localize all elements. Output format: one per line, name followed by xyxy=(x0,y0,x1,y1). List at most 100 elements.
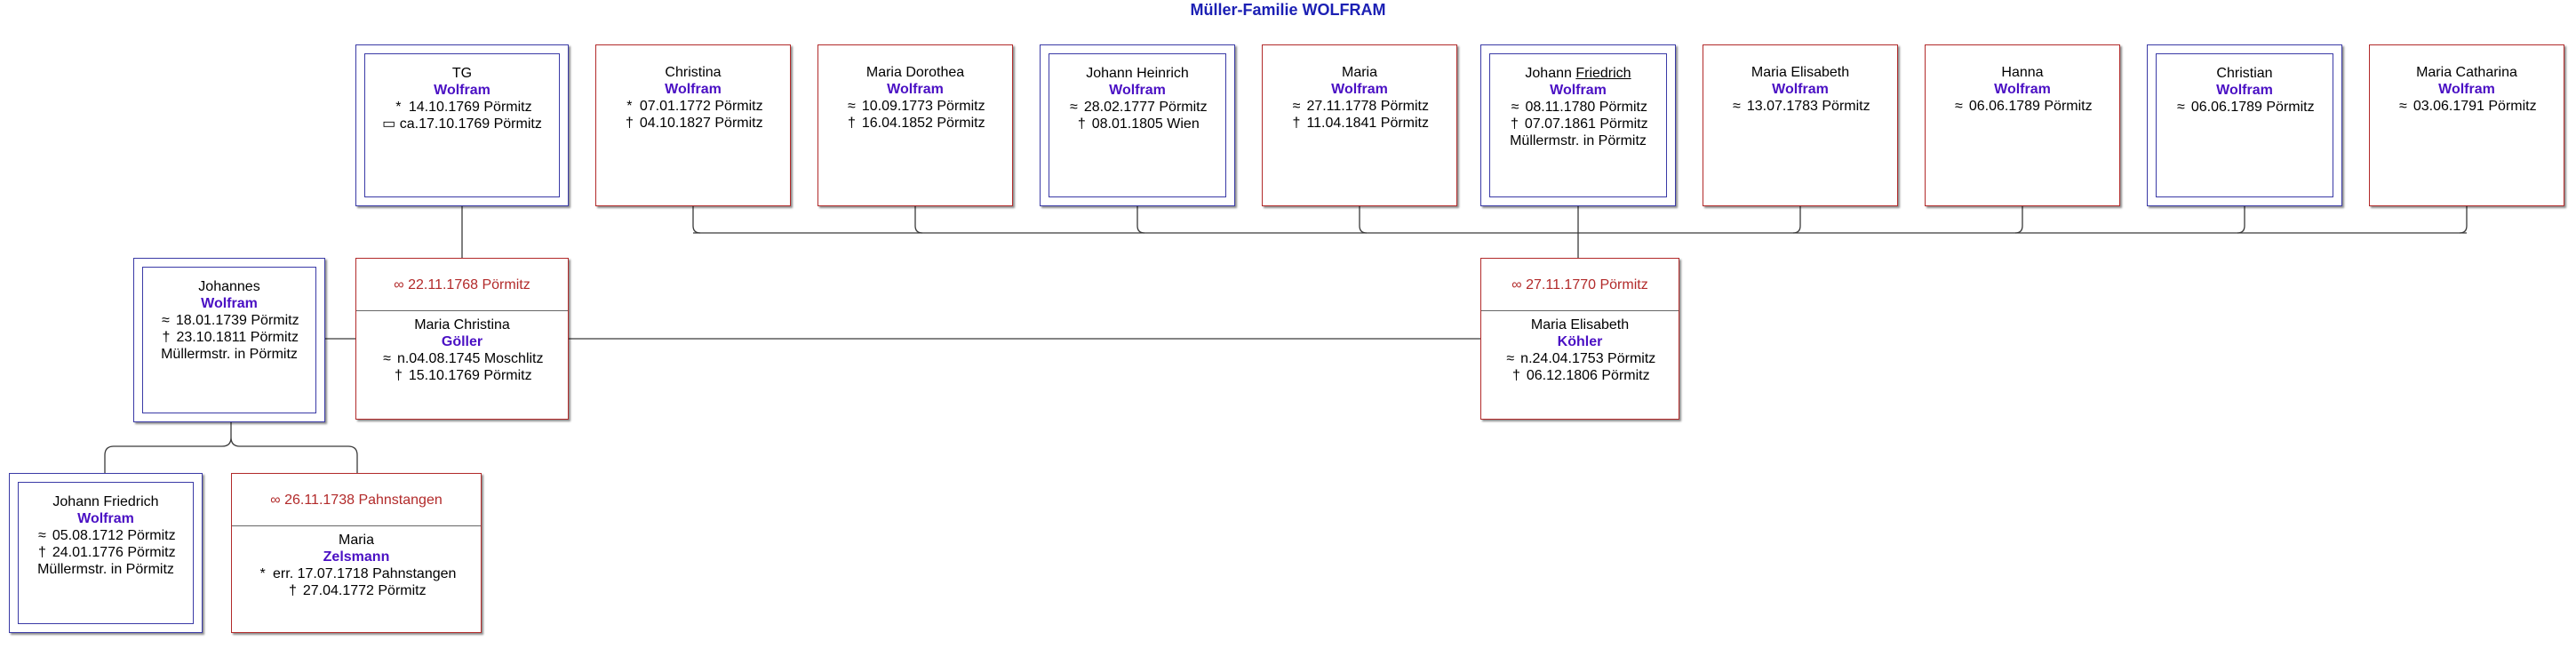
person-event-text: 06.06.1789 Pörmitz xyxy=(2190,100,2315,115)
person-event-text: 07.07.1861 Pörmitz xyxy=(1524,116,1648,132)
spouse-event-glyph-icon: ≈ xyxy=(383,351,391,366)
spouse-event-text: err. 17.07.1718 Pahnstangen xyxy=(273,566,457,581)
spouse-event-text: 06.12.1806 Pörmitz xyxy=(1526,368,1650,383)
person-event-text: 23.10.1811 Pörmitz xyxy=(176,330,299,345)
person-given-name: TG xyxy=(451,66,473,81)
person-line: ≈ 03.06.1791 Pörmitz xyxy=(2370,98,2564,115)
spouse-event-glyph-icon: * xyxy=(259,566,266,581)
person-event-glyph-icon: ≈ xyxy=(162,313,170,328)
person-event-text: 03.06.1791 Pörmitz xyxy=(2413,99,2537,114)
person-event-text: 11.04.1841 Pörmitz xyxy=(1306,116,1429,131)
person-given-name: Johann Friedrich xyxy=(1490,65,1666,82)
person-given-name: Johannes xyxy=(198,279,260,294)
marriage-date: ∞ 22.11.1768 Pörmitz xyxy=(356,259,568,311)
person-event-glyph-icon: ≈ xyxy=(2177,100,2185,115)
person-surname: Wolfram xyxy=(887,82,944,97)
person-line: † 24.01.1776 Pörmitz xyxy=(19,544,193,561)
person-line: ≈ 05.08.1712 Pörmitz xyxy=(19,527,193,544)
person-line: ≈ 10.09.1773 Pörmitz xyxy=(818,98,1012,115)
person-event-glyph-icon: ≈ xyxy=(38,528,46,543)
person-given-name: Maria xyxy=(1341,65,1377,80)
person-given-name: Johann Friedrich xyxy=(52,494,159,509)
person-event-glyph-icon: † xyxy=(162,330,171,345)
person-surname: Wolfram xyxy=(1109,83,1166,98)
person-line: Müllermstr. in Pörmitz xyxy=(19,561,193,578)
person-given-name: Christina xyxy=(665,65,722,80)
person-surname: Wolfram xyxy=(1994,82,2051,97)
person-event-glyph-icon: ≈ xyxy=(1733,99,1741,114)
person-surname: Wolfram xyxy=(1550,83,1607,98)
connector-johannes-parents xyxy=(104,422,358,473)
chart-title: Müller-Familie WOLFRAM xyxy=(1190,1,1386,19)
connector-child-3 xyxy=(1136,206,1145,234)
spouse-event-text: 15.10.1769 Pörmitz xyxy=(408,368,532,383)
person-event-text: ca.17.10.1769 Pörmitz xyxy=(399,116,542,132)
marriage-date: ∞ 27.11.1770 Pörmitz xyxy=(1481,259,1679,311)
connector-child-9 xyxy=(2459,206,2468,234)
person-line: ≈ 18.01.1739 Pörmitz xyxy=(143,312,315,329)
person-event-glyph-icon: † xyxy=(1077,116,1086,132)
person-line: ▭ ca.17.10.1769 Pörmitz xyxy=(365,116,559,132)
connector-child-4 xyxy=(1359,206,1368,234)
person-event-text: 14.10.1769 Pörmitz xyxy=(408,100,532,115)
person-given-name: Christian xyxy=(2216,66,2273,81)
person-line: † 23.10.1811 Pörmitz xyxy=(143,329,315,346)
person-given-name: Hanna xyxy=(2001,65,2044,80)
person-line: ≈ 13.07.1783 Pörmitz xyxy=(1703,98,1897,115)
given-name-part: Johann xyxy=(1525,66,1576,81)
person-event-text: 07.01.1772 Pörmitz xyxy=(639,99,763,114)
person-line: ≈ 08.11.1780 Pörmitz xyxy=(1490,99,1666,116)
spouse-event-glyph-icon: † xyxy=(288,583,297,598)
spouse-event-text: n.24.04.1753 Pörmitz xyxy=(1520,351,1656,366)
person-event-text: 08.01.1805 Wien xyxy=(1091,116,1200,132)
person-event-text: 06.06.1789 Pörmitz xyxy=(1968,99,2093,114)
person-given-name: Johann Heinrich xyxy=(1086,66,1189,81)
person-surname: Wolfram xyxy=(2216,83,2273,98)
spouse-line: ≈ n.04.08.1745 Moschlitz xyxy=(356,350,568,367)
person-event-glyph-icon: ≈ xyxy=(1292,99,1301,114)
connector-child-7 xyxy=(2014,206,2023,234)
spouse-surname: Zelsmann xyxy=(323,549,390,565)
person-event-glyph-icon: ▭ xyxy=(382,116,396,132)
person-event-text: 27.11.1778 Pörmitz xyxy=(1306,99,1429,114)
person-event-glyph-icon: * xyxy=(395,100,402,115)
person-line: ≈ 28.02.1777 Pörmitz xyxy=(1049,99,1225,116)
person-given-name: Maria Elisabeth xyxy=(1751,65,1850,80)
marriage-date: ∞ 26.11.1738 Pahnstangen xyxy=(232,474,481,526)
connector-child-1 xyxy=(692,206,701,234)
person-event-text: Müllermstr. in Pörmitz xyxy=(37,562,174,577)
given-name-underlined: Friedrich xyxy=(1575,66,1631,81)
person-line: * 07.01.1772 Pörmitz xyxy=(596,98,790,115)
person-given-name: Maria Catharina xyxy=(2416,65,2517,80)
person-line: † 11.04.1841 Pörmitz xyxy=(1263,115,1456,132)
person-event-glyph-icon: ≈ xyxy=(1070,100,1078,115)
spouse-line: † 27.04.1772 Pörmitz xyxy=(232,582,481,599)
person-line: ≈ 06.06.1789 Pörmitz xyxy=(2157,99,2333,116)
person-surname: Wolfram xyxy=(201,296,258,311)
spouse-event-glyph-icon: ≈ xyxy=(1506,351,1515,366)
person-event-text: 04.10.1827 Pörmitz xyxy=(639,116,763,131)
person-surname: Wolfram xyxy=(2438,82,2495,97)
spouse-given-name: Maria Elisabeth xyxy=(1530,317,1630,333)
spouse-event-text: 27.04.1772 Pörmitz xyxy=(302,583,427,598)
